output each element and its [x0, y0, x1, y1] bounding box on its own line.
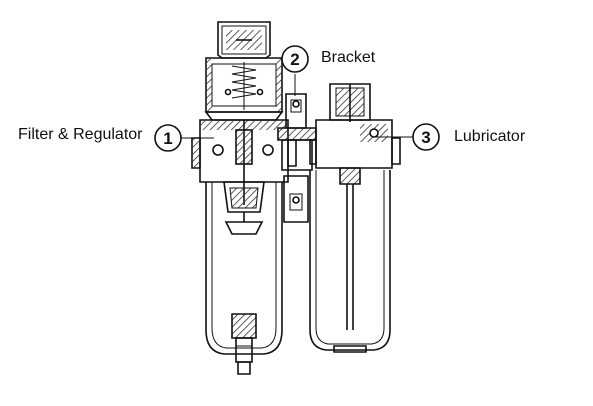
callout-2: 2	[281, 45, 309, 73]
callout-number-3: 3	[421, 128, 430, 147]
callout-label-filter-regulator: Filter & Regulator	[18, 126, 143, 143]
callout-number-1: 1	[163, 129, 172, 148]
leader-lines	[181, 74, 414, 139]
callout-3: 3	[412, 123, 440, 151]
callout-1: 1	[154, 124, 182, 152]
callout-label-lubricator: Lubricator	[454, 128, 526, 145]
lubricator-unit	[309, 83, 401, 353]
callout-label-bracket: Bracket	[321, 49, 376, 66]
callout-number-2: 2	[290, 50, 299, 69]
lubricator-bowl	[309, 170, 391, 351]
filter-regulator-unit	[191, 21, 297, 375]
